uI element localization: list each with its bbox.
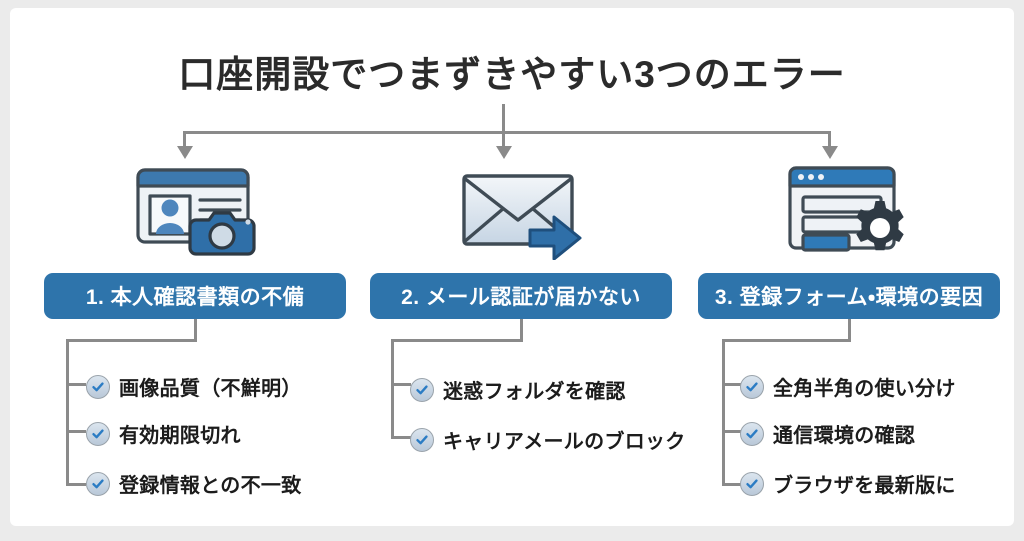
list-item[interactable]: 有効期限切れ — [86, 410, 302, 457]
check-circle-icon — [410, 427, 434, 452]
list-item[interactable]: 全角半角の使い分け — [740, 363, 956, 410]
list-item[interactable]: 登録情報との不一致 — [86, 457, 302, 510]
arrow-head-3 — [822, 146, 838, 159]
sub-item-list-1: 画像品質（不鮮明） 有効期限切れ 登録情報との不一致 — [86, 363, 302, 510]
category-box-2[interactable]: 2. メール認証が届かない — [370, 273, 672, 319]
list-item[interactable]: 画像品質（不鮮明） — [86, 363, 302, 410]
connector-drop-3 — [828, 131, 831, 148]
list-item-label: 登録情報との不一致 — [119, 475, 302, 497]
envelope-arrow-icon — [446, 160, 606, 261]
browser-form-gear-icon — [772, 160, 932, 260]
list-item-label: 全角半角の使い分け — [773, 378, 956, 400]
sub-item-list-2: 迷惑フォルダを確認 キャリアメールのブロック — [410, 363, 686, 463]
list-item[interactable]: キャリアメールのブロック — [410, 416, 686, 463]
connector-horizontal-bar — [183, 131, 831, 134]
check-circle-icon — [86, 471, 110, 496]
check-circle-icon — [410, 377, 434, 402]
check-circle-icon — [86, 374, 110, 399]
list-item-label: 迷惑フォルダを確認 — [443, 381, 626, 403]
connector-stem-top — [502, 104, 505, 133]
category-box-1[interactable]: 1. 本人確認書類の不備 — [44, 273, 346, 319]
id-card-camera-icon — [120, 160, 280, 260]
list-item-label: ブラウザを最新版に — [773, 475, 956, 497]
list-item[interactable]: 通信環境の確認 — [740, 410, 956, 457]
list-item-label: キャリアメールのブロック — [443, 431, 686, 453]
infographic-canvas: 口座開設でつまずきやすい3つのエラー — [10, 8, 1014, 526]
sub-item-list-3: 全角半角の使い分け 通信環境の確認 ブラウザを最新版に — [740, 363, 956, 510]
list-item-label: 通信環境の確認 — [773, 425, 916, 447]
list-item[interactable]: ブラウザを最新版に — [740, 457, 956, 510]
page-title: 口座開設でつまずきやすい3つのエラー — [178, 54, 846, 95]
check-circle-icon — [740, 421, 764, 446]
check-circle-icon — [740, 471, 764, 496]
list-item[interactable]: 迷惑フォルダを確認 — [410, 363, 686, 416]
category-box-3[interactable]: 3. 登録フォーム・環境の要因 — [698, 273, 1000, 319]
connector-drop-2 — [502, 131, 505, 148]
arrow-head-1 — [177, 146, 193, 159]
connector-drop-1 — [183, 131, 186, 148]
list-item-label: 有効期限切れ — [119, 425, 241, 447]
arrow-head-2 — [496, 146, 512, 159]
check-circle-icon — [740, 374, 764, 399]
check-circle-icon — [86, 421, 110, 446]
list-item-label: 画像品質（不鮮明） — [119, 378, 302, 400]
